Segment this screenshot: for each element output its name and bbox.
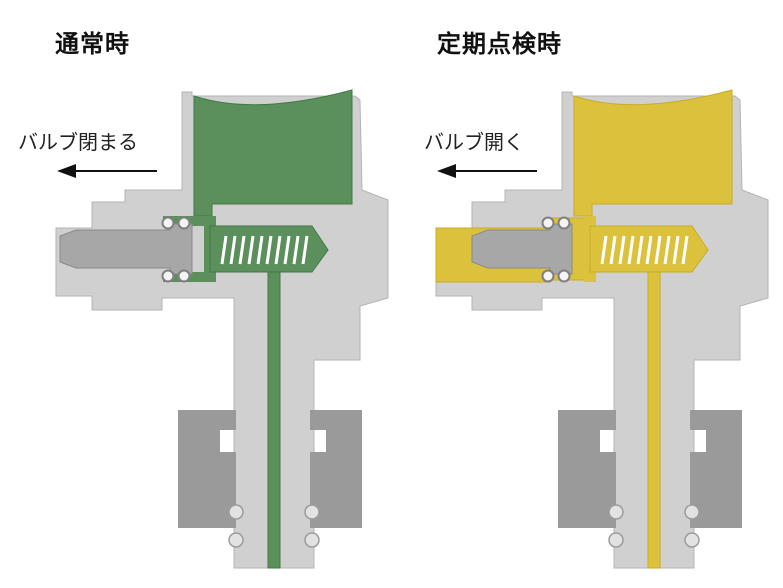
spring-coil [301,235,309,265]
spring-coil [292,235,300,265]
o-ring [541,269,555,283]
o-ring [161,269,175,283]
bottom-seal-ring [304,532,320,548]
panel-title-normal: 通常時 [55,30,130,58]
spring-coil [627,235,635,265]
bottom-seal-ring [684,532,700,548]
spring-coil [609,235,617,265]
bottom-seal-ring [608,504,624,520]
spring-coil [600,235,608,265]
fluid-stem-channel [647,269,661,569]
spring-coil [247,235,255,265]
flange-left [558,410,616,528]
bottom-seal-ring [228,532,244,548]
spring-coil [238,235,246,265]
o-ring [557,269,571,283]
spring-coil [256,235,264,265]
arrow-head [57,164,76,178]
arrow-head [437,164,456,178]
bottom-seal-ring [228,504,244,520]
fluid-reservoir [193,89,353,217]
spring-coil [220,235,228,265]
panel-title-inspection: 定期点検時 [437,30,562,58]
bottom-seal-ring [304,504,320,520]
valve-state-label-inspection: バルブ開く [424,130,524,154]
o-ring [161,216,175,230]
flange-left [178,410,236,528]
o-ring [557,216,571,230]
valve-diagram-normal [55,89,389,569]
o-ring [541,216,555,230]
o-ring [177,269,191,283]
spring-coil [636,235,644,265]
spring-coil [229,235,237,265]
plunger-stem [59,223,193,275]
spring-coil [274,235,282,265]
bottom-seal-ring [684,504,700,520]
spring-coil [672,235,680,265]
valve-diagram-inspection [435,89,769,569]
spring-coil [618,235,626,265]
o-ring [177,216,191,230]
fluid-reservoir [573,89,733,217]
spring-coil [283,235,291,265]
spring-coil [645,235,653,265]
flange-right [310,410,362,528]
spring-coil [654,235,662,265]
plunger-stem [471,223,573,275]
spring-coil [663,235,671,265]
spring-coil [265,235,273,265]
fluid-stem-channel [267,269,281,569]
spring-coil [681,235,689,265]
bottom-seal-ring [608,532,624,548]
flange-right [690,410,742,528]
valve-state-label-normal: バルブ閉まる [18,130,138,154]
